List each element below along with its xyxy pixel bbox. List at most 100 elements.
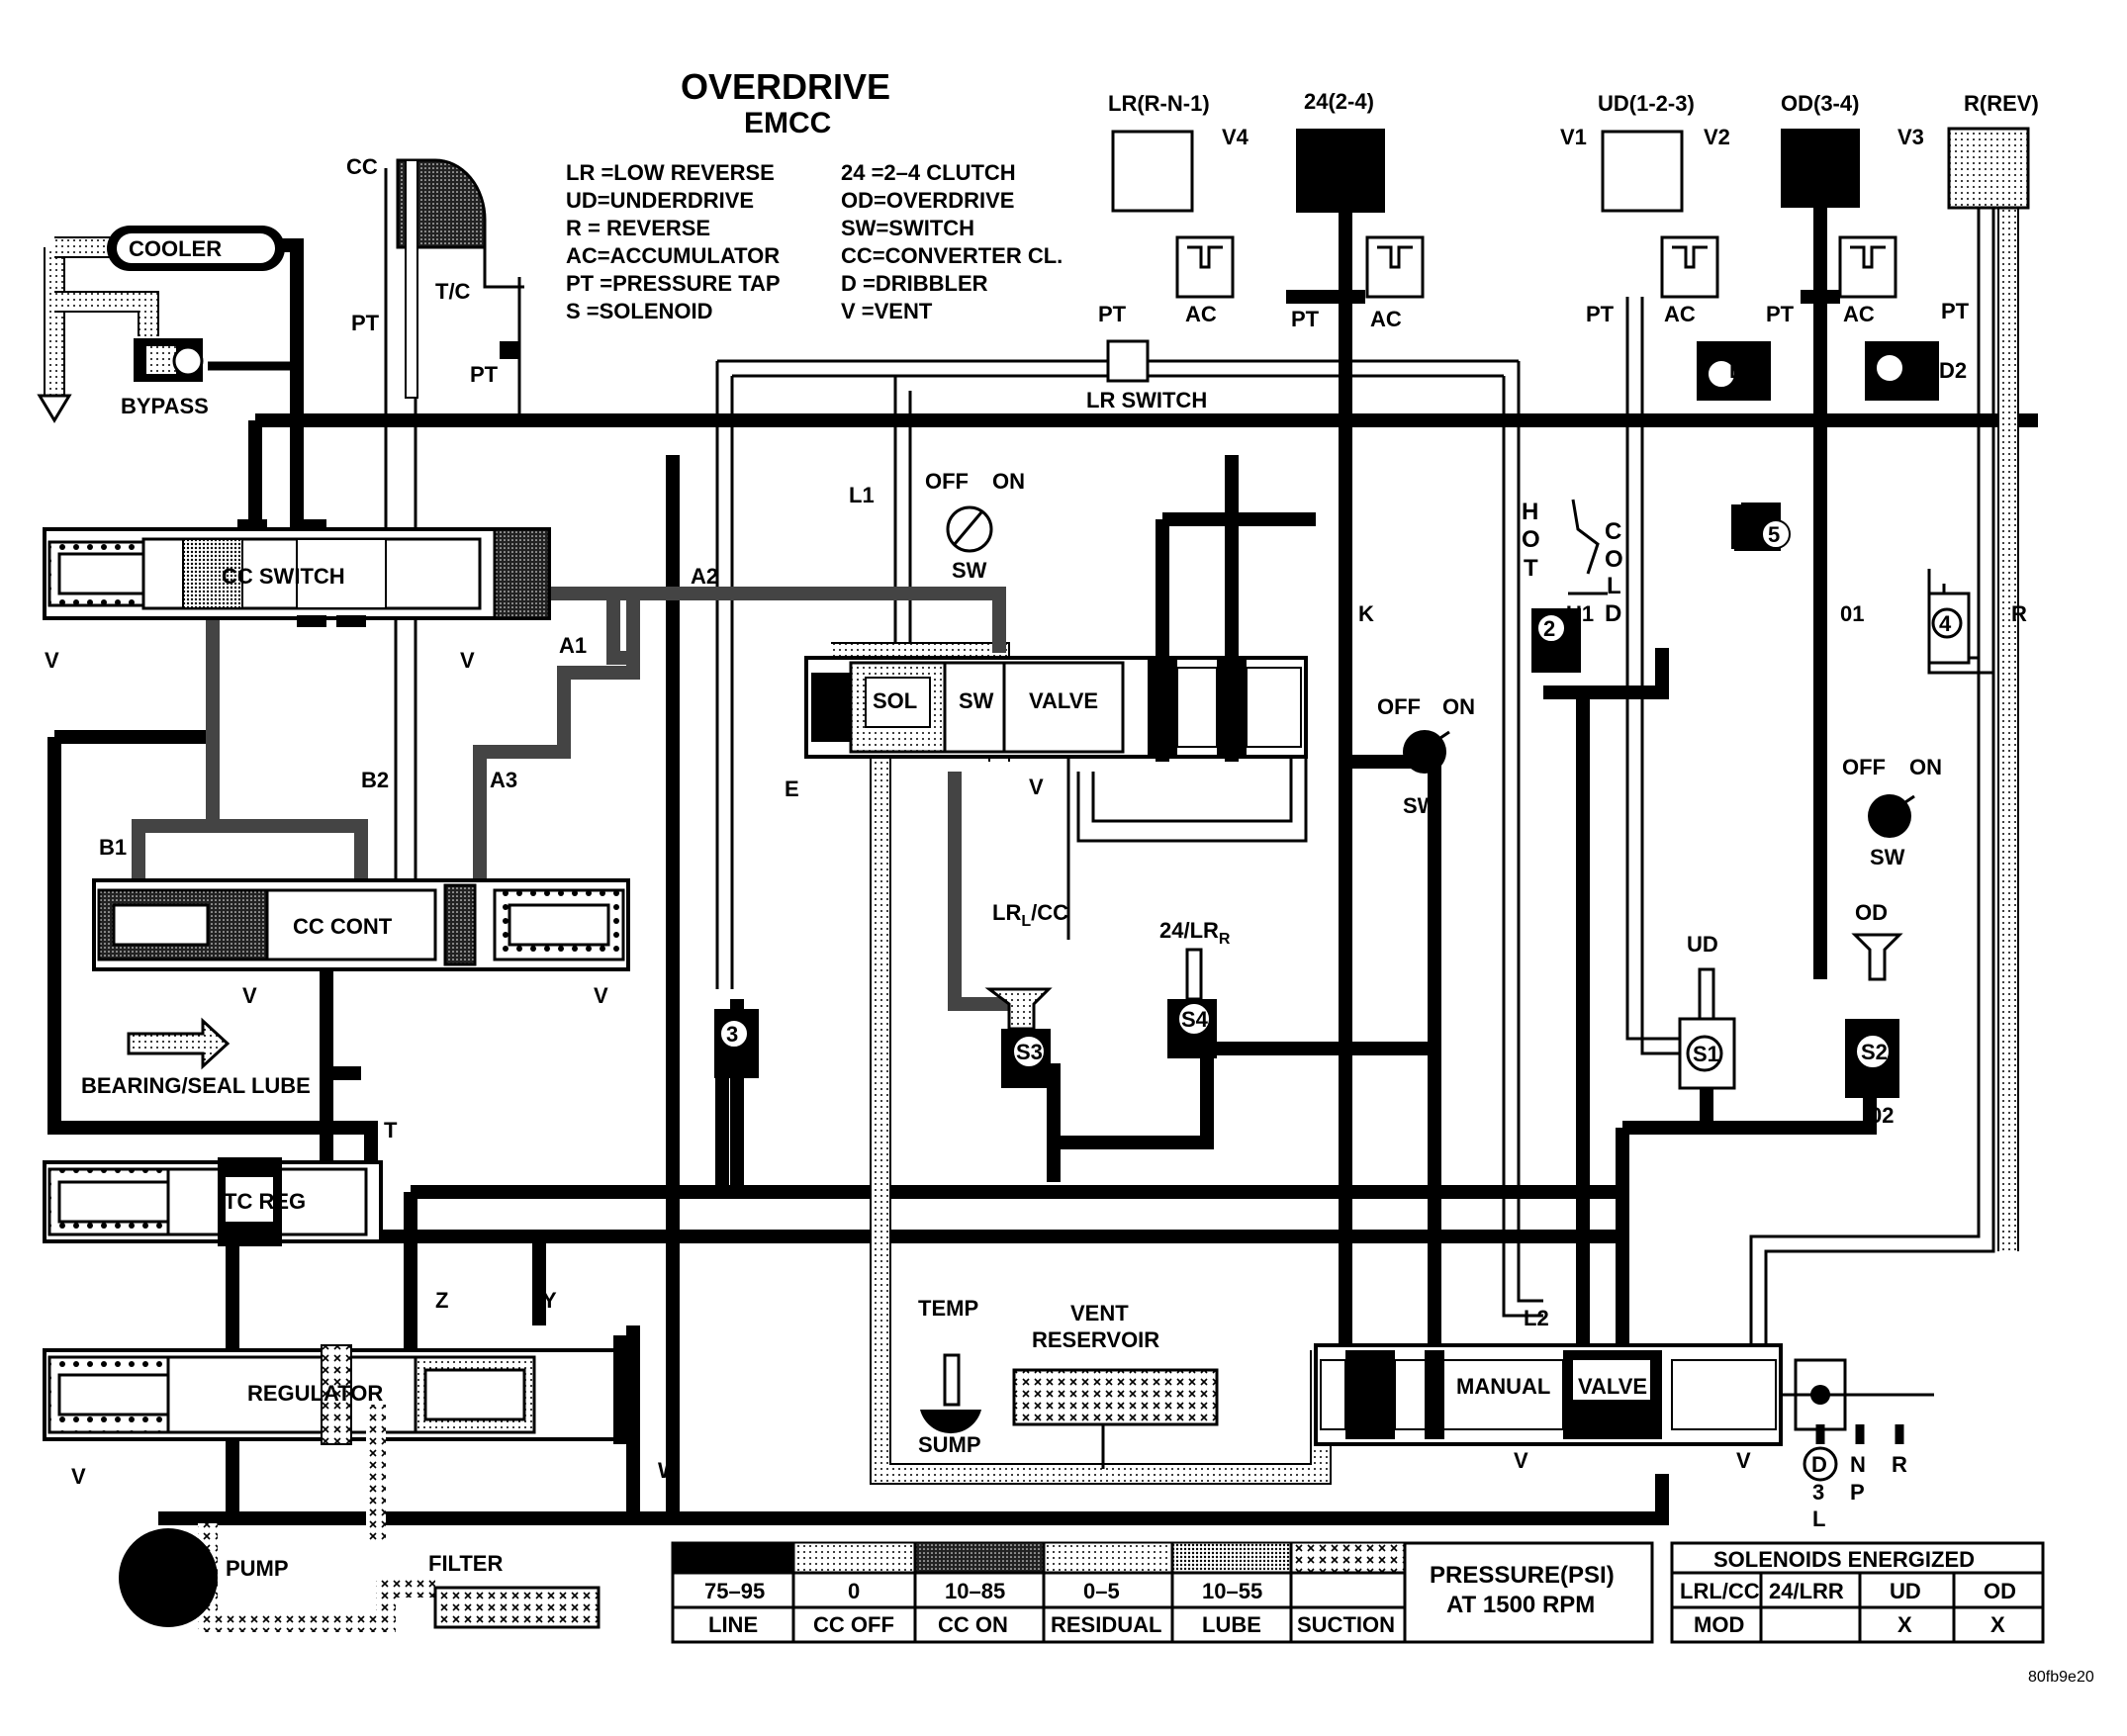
bearing-lube-label: BEARING/SEAL LUBE xyxy=(81,1073,311,1098)
s3-icon xyxy=(1012,1035,1046,1068)
s4-function-label: 24/LRR xyxy=(1159,918,1231,948)
ud-clutch-label: UD(1-2-3) xyxy=(1598,91,1695,116)
sw-valve-label: SW xyxy=(959,688,994,713)
vent-label-solsw: V xyxy=(1029,775,1044,799)
d2-label: D2 xyxy=(1939,358,1967,383)
od-clutch-label: OD(3-4) xyxy=(1781,91,1859,116)
selected-gear-indicator xyxy=(1803,1446,1838,1482)
pt-label-tc: PT xyxy=(470,362,499,387)
solenoid-s1: S1 UD xyxy=(1678,932,1736,1090)
c24-accumulator xyxy=(1365,235,1425,299)
a1-label: A1 xyxy=(559,633,587,658)
cc-on-passages xyxy=(132,534,1034,1011)
cold-d: D xyxy=(1605,600,1621,627)
dribblers: D1 D2 xyxy=(1697,341,1967,401)
clutch-od: OD(3-4) V3 PT AC 01 xyxy=(1766,91,1924,626)
sol-label: SOL xyxy=(873,688,917,713)
pt-label-cc: PT xyxy=(351,311,380,335)
regulator-label: REGULATOR xyxy=(247,1381,383,1406)
gear-3: 3 xyxy=(1812,1480,1824,1505)
v3-label: V3 xyxy=(1897,125,1924,149)
pressure-legend-table: 75–95 0 10–85 0–5 10–55 LINE CC OFF CC O… xyxy=(671,1541,1654,1644)
s1-icon xyxy=(1686,1035,1723,1072)
line-pressure-passages xyxy=(47,148,2038,1525)
clutch-lr: LR(R-N-1) V4 PT AC LR SWITCH xyxy=(1086,91,1249,412)
cc-cont-label: CC CONT xyxy=(293,914,393,939)
a3-label: A3 xyxy=(490,768,517,792)
v2-label: V2 xyxy=(1704,125,1730,149)
s4-label: S4 xyxy=(1181,1007,1209,1032)
sw-label-od: SW xyxy=(1870,845,1905,869)
ac-label-ud: AC xyxy=(1664,302,1696,326)
page-subtitle: EMCC xyxy=(744,107,831,139)
tc-label: T/C xyxy=(435,279,471,304)
swatch-residual xyxy=(1043,1542,1173,1574)
check-ball-5-label: 5 xyxy=(1768,522,1780,547)
pressure-regulator-valve: REGULATOR V Z Y W xyxy=(43,1288,679,1489)
valve-label: VALVE xyxy=(1029,688,1098,713)
gear-r: R xyxy=(1892,1452,1907,1477)
gear-selector: D 3 L N P R xyxy=(1803,1424,1907,1531)
cooler-circuit: COOLER BYPASS xyxy=(37,226,285,423)
hot-h: H xyxy=(1522,499,1538,525)
swatch-lube xyxy=(1171,1542,1292,1574)
cooler xyxy=(117,233,275,263)
s1-label: S1 xyxy=(1693,1042,1719,1066)
pt-label-ud: PT xyxy=(1586,302,1615,326)
vent-label-cccont-right: V xyxy=(594,983,608,1008)
legend-left-1: LR =LOW REVERSE xyxy=(566,160,775,185)
solenoid-cell-od: X xyxy=(1990,1612,2005,1637)
lr-clutch-label: LR(R-N-1) xyxy=(1108,91,1210,116)
s2-icon xyxy=(1855,1034,1891,1069)
l1-label: L1 xyxy=(849,483,875,507)
legend-right-1: 24 =2–4 CLUTCH xyxy=(841,160,1016,185)
l2-label: L2 xyxy=(1524,1306,1549,1330)
off-label-l1: OFF xyxy=(925,469,969,494)
swatch-cc-off xyxy=(792,1542,916,1574)
legend-right-2: OD=OVERDRIVE xyxy=(841,188,1014,213)
swatch-suction xyxy=(1290,1542,1406,1574)
b2-label: B2 xyxy=(361,768,389,792)
manual-valve-label: VALVE xyxy=(1578,1374,1647,1399)
clutch-ud: UD(1-2-3) V1 V2 PT AC U1 xyxy=(1560,91,1730,626)
d1-label: D1 xyxy=(1729,358,1757,383)
clutch-24: 24(2-4) PT AC xyxy=(1291,89,1425,331)
legend-right-6: V =VENT xyxy=(841,299,933,323)
s3-function-label: LRL/CC xyxy=(992,900,1068,930)
pump-and-filter: PUMP FILTER xyxy=(119,1405,601,1632)
tc-regulator-valve: TC REG T xyxy=(43,1118,398,1246)
solenoid-header-od: OD xyxy=(1984,1579,2016,1603)
ud-clutch-box xyxy=(1601,130,1684,213)
check-ball-2 xyxy=(1536,613,1566,643)
legend-left-2: UD=UNDERDRIVE xyxy=(566,188,754,213)
ac-label-od: AC xyxy=(1843,302,1875,326)
gear-d: D xyxy=(1811,1452,1827,1477)
swatch-line xyxy=(673,1543,793,1573)
lr-switch-element xyxy=(1106,339,1150,383)
c24-clutch-label: 24(2-4) xyxy=(1304,89,1374,114)
cc-control-valve: CC CONT V V B1 B2 A3 A2 xyxy=(92,564,718,1008)
title-block: OVERDRIVE EMCC xyxy=(681,66,890,139)
solenoid-header-24lr: 24/LRR xyxy=(1769,1579,1844,1603)
hot-t: T xyxy=(1524,555,1538,582)
manual-valve: MANUAL VALVE V V L2 xyxy=(1314,1306,1934,1473)
solenoid-row-label: MOD xyxy=(1694,1612,1744,1637)
lr-clutch-box xyxy=(1111,130,1194,213)
vent-label-ccswitch-right: V xyxy=(460,648,475,673)
vent-label-cccont-left: V xyxy=(242,983,257,1008)
o2-label: 02 xyxy=(1870,1103,1894,1128)
vent-reservoir-label-2: RESERVOIR xyxy=(1032,1327,1159,1352)
pressure-name-cc-off: CC OFF xyxy=(813,1612,894,1637)
check-ball-4 xyxy=(1931,607,1963,639)
pressure-name-residual: RESIDUAL xyxy=(1051,1612,1161,1637)
pt-label-od: PT xyxy=(1766,302,1795,326)
legend-left-3: R = REVERSE xyxy=(566,216,710,240)
s3-label: S3 xyxy=(1016,1040,1043,1064)
pressure-caption-1: PRESSURE(PSI) xyxy=(1430,1562,1615,1589)
filter-label: FILTER xyxy=(428,1551,503,1576)
vent-label-regulator: V xyxy=(71,1464,86,1489)
legend-right-5: D =DRIBBLER xyxy=(841,271,988,296)
check-ball-2-label: 2 xyxy=(1543,616,1555,641)
on-label-od: ON xyxy=(1909,755,1942,779)
